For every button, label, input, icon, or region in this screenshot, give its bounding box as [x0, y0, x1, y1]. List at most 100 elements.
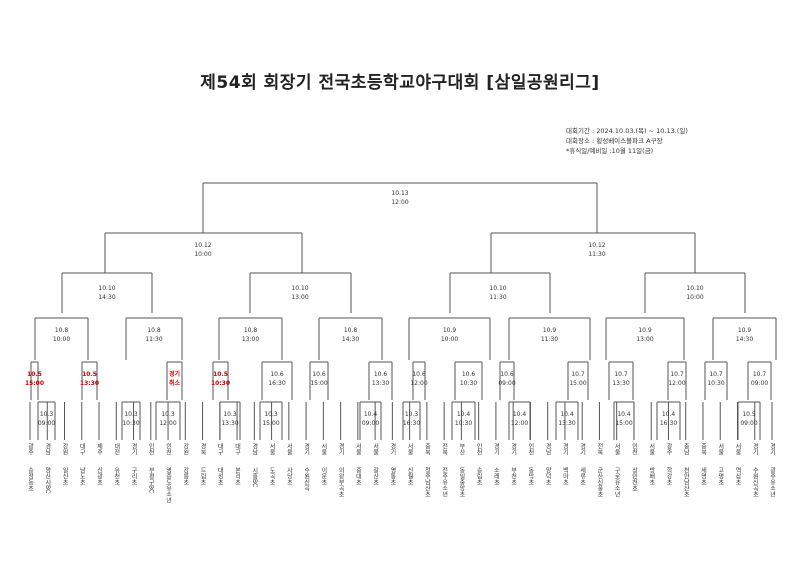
match-time: 15:00 — [262, 420, 279, 427]
match-r64_11: 10.415:00 — [615, 411, 632, 427]
match-time: 14:30 — [342, 336, 359, 343]
team-region: 대전 — [113, 442, 120, 455]
team-region: 경기 — [130, 443, 137, 456]
team-school: 영통초 — [389, 466, 396, 485]
team-region: 경기 — [579, 443, 586, 456]
match-time: 10:00 — [686, 294, 703, 301]
match-r32_6: 10.6 15:00 — [310, 371, 327, 387]
match-date: 10.9 — [543, 327, 557, 334]
team-school: 도곡초 — [268, 467, 275, 485]
match-date: 10.3 — [124, 411, 138, 418]
team-region: 경기 — [751, 443, 758, 456]
match-date: 10.3 — [264, 411, 278, 418]
match-time: 09:00 — [498, 380, 515, 387]
team-region: 서울 — [285, 442, 292, 455]
match-date: 10.4 — [617, 411, 631, 418]
match-date: 10.7 — [614, 371, 628, 378]
match-date: 10.6 — [412, 371, 426, 378]
team-region: 광주 — [27, 443, 34, 456]
match-time: 13:30 — [612, 380, 629, 387]
match-date: 10.9 — [638, 327, 652, 334]
match-time: 13:30 — [558, 420, 575, 427]
match-r64_2: 10.310:30 — [122, 411, 139, 427]
match-time: 11:30 — [588, 251, 605, 258]
team-school: 소래초 — [492, 467, 499, 485]
match-r64_6: 10.3 16:30 — [403, 411, 420, 427]
team-school: 세명초 — [699, 466, 706, 485]
match-date: 10.3 — [405, 411, 419, 418]
match-time: 09:00 — [38, 420, 55, 427]
match-r32_4: 10.510:30 — [211, 371, 230, 387]
team-school: 청주남산초 — [423, 467, 430, 497]
match-date: 10.4 — [457, 411, 471, 418]
match-date: 10.8 — [55, 327, 69, 334]
match-r64_9: 10.412:00 — [511, 411, 528, 427]
team-school: 동일중앙초 — [458, 467, 465, 497]
team-region: 서울 — [372, 442, 379, 455]
match-date: 10.4 — [560, 411, 574, 418]
bracket-lines — [29, 182, 777, 440]
team-school: 양덕초 — [544, 466, 551, 485]
team-school: 갈산초 — [372, 466, 379, 485]
match-time: 15:00 — [25, 380, 44, 387]
match-r16_6: 10.911:30 — [541, 327, 558, 343]
team-school: 부평구BC — [147, 467, 154, 493]
team-region: 서울 — [717, 442, 724, 455]
match-r64_1: 10.309:00 — [38, 411, 55, 427]
tournament-rest-day: *휴식일/예비일 :10월 11일(금) — [566, 147, 654, 155]
match-date: 10.8 — [344, 327, 358, 334]
team-region: 제주 — [96, 442, 103, 456]
team-region: 경기 — [389, 443, 396, 456]
match-time: 10:30 — [460, 380, 477, 387]
team-region: 경남 — [44, 443, 51, 455]
team-school: 강릉초 — [182, 466, 189, 485]
match-time: 15:00 — [310, 380, 327, 387]
team-region: 대구 — [216, 442, 223, 456]
match-time: 10:30 — [707, 380, 724, 387]
match-date: 10.6 — [374, 371, 388, 378]
match-sf2: 10.12 11:30 — [588, 242, 605, 258]
match-date: 10.6 — [462, 371, 476, 378]
match-time: 09:00 — [362, 420, 379, 427]
match-time: 16:30 — [403, 420, 420, 427]
match-time: 15:00 — [569, 380, 586, 387]
match-date: 10.6 — [312, 371, 326, 378]
match-date: 10.5 — [82, 371, 97, 378]
match-time: 12:00 — [668, 380, 685, 387]
match-r64_4: 10.313:30 — [221, 411, 238, 427]
match-r64_3: 10.312:00 — [159, 411, 176, 427]
match-date: 10.3 — [161, 411, 175, 418]
team-school: 구리초 — [130, 467, 137, 485]
match-date: 10.7 — [571, 371, 585, 378]
team-school: 중대초 — [354, 467, 361, 485]
match-date: 10.6 — [500, 371, 514, 378]
match-time: 12:00 — [511, 420, 528, 427]
team-school: 신월초 — [406, 466, 413, 485]
match-date: 10.10 — [489, 285, 506, 292]
match-date: 10.9 — [443, 327, 457, 334]
match-r32_2: 10.513:30 — [80, 371, 99, 387]
match-r16_4: 10.8 14:30 — [342, 327, 359, 343]
team-school: 세류초 — [579, 466, 586, 485]
team-school: 백마초 — [561, 466, 568, 485]
match-date: 10.12 — [588, 242, 605, 249]
